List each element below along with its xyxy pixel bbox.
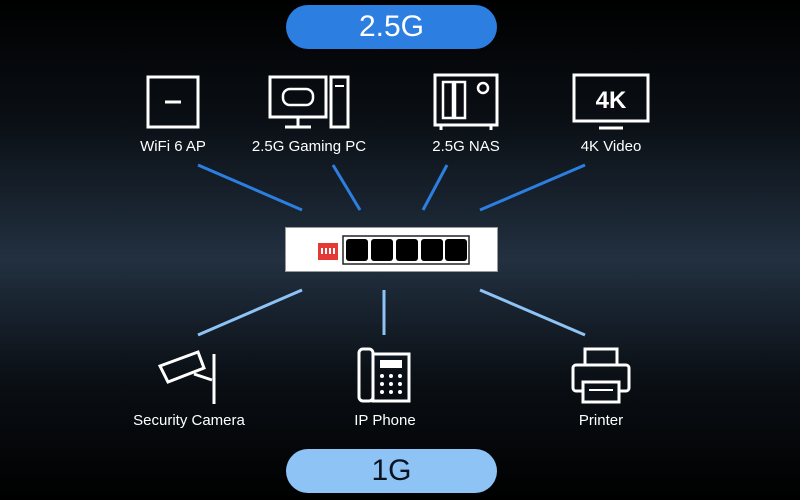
speed-1g-badge: 1G: [286, 449, 497, 493]
gaming-pc-icon: [268, 75, 350, 129]
line-video: [479, 163, 586, 212]
nas-icon: [433, 73, 499, 130]
line-nas: [421, 164, 449, 211]
device-label: WiFi 6 AP: [140, 138, 206, 155]
device-label: 2.5G Gaming PC: [251, 138, 367, 155]
device-4k-video: 4K 4K Video: [526, 72, 696, 155]
line-pc: [331, 164, 362, 211]
svg-text:4K: 4K: [596, 87, 627, 114]
camera-icon: [157, 350, 216, 404]
access-point-icon: [146, 75, 200, 129]
network-switch: [285, 227, 498, 272]
device-gaming-pc: 2.5G Gaming PC: [224, 72, 394, 155]
tv-4k-icon: 4K: [572, 73, 650, 130]
line-ap: [197, 163, 303, 212]
device-printer: Printer: [516, 346, 686, 429]
device-wifi-ap: WiFi 6 AP: [88, 72, 258, 155]
switch-ports-icon: [318, 235, 470, 265]
phone-icon: [357, 347, 411, 403]
device-security-camera: Security Camera: [104, 346, 274, 429]
device-ip-phone: IP Phone: [300, 346, 470, 429]
device-label: IP Phone: [354, 412, 416, 429]
printer-icon: [571, 347, 631, 404]
speed-2-5g-badge: 2.5G: [286, 5, 497, 49]
device-label: 2.5G NAS: [432, 138, 500, 155]
device-label: 4K Video: [580, 138, 642, 155]
device-nas: 2.5G NAS: [381, 72, 551, 155]
device-label: Security Camera: [133, 412, 245, 429]
line-camera: [197, 288, 303, 337]
line-printer: [479, 288, 586, 337]
device-label: Printer: [578, 412, 624, 429]
